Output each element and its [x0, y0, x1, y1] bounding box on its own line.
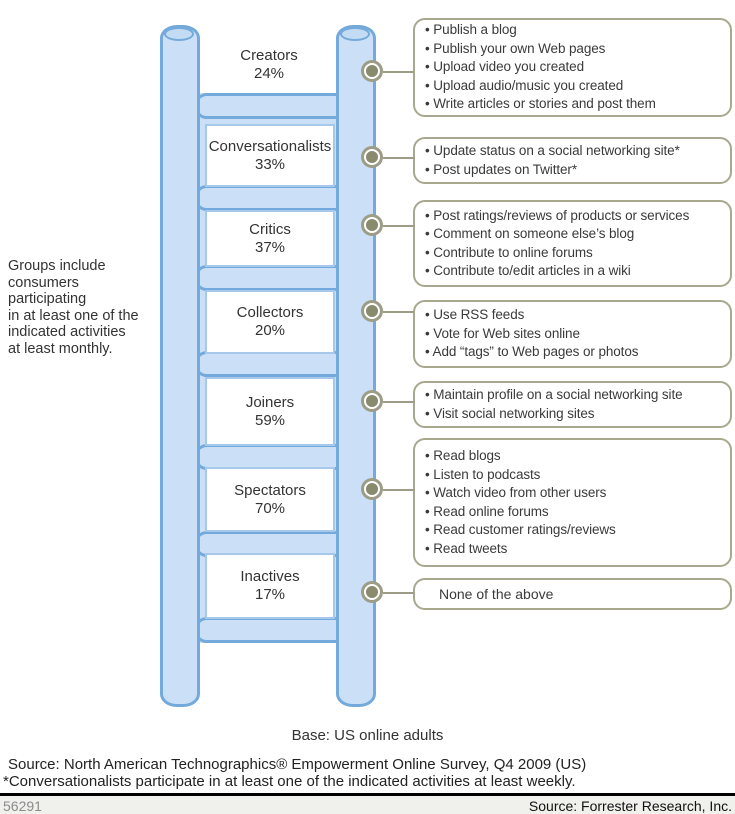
connector-line — [383, 71, 414, 73]
group-label-joiners: Joiners 59% — [205, 377, 335, 446]
ladder-rung — [194, 617, 348, 643]
group-name: Spectators — [234, 481, 306, 499]
connector-dot-icon — [364, 481, 380, 497]
group-percent: 59% — [254, 411, 286, 429]
activity-item: Listen to podcasts — [425, 466, 724, 485]
activity-item: Write articles or stories and post them — [425, 95, 724, 114]
group-name: Conversationalists — [208, 137, 332, 155]
group-percent: 17% — [254, 586, 286, 603]
activity-item: Comment on someone else’s blog — [425, 225, 724, 244]
group-percent: 20% — [254, 322, 286, 339]
activity-item: Publish your own Web pages — [425, 40, 724, 59]
activity-item: Read online forums — [425, 503, 724, 522]
activity-item: Publish a blog — [425, 21, 724, 40]
connector-dot-icon — [364, 217, 380, 233]
connector-line — [383, 225, 414, 227]
activity-item: Upload audio/music you created — [425, 77, 724, 96]
connector-line — [383, 157, 414, 159]
activity-item: Contribute to/edit articles in a wiki — [425, 262, 724, 281]
group-name: Critics — [249, 220, 291, 238]
ladder-rung — [194, 185, 348, 211]
callout-joiners: Maintain profile on a social networking … — [413, 381, 732, 428]
activity-item: Use RSS feeds — [425, 306, 724, 325]
activity-item: Read customer ratings/reviews — [425, 521, 724, 540]
connector-line — [383, 592, 414, 594]
footer-divider — [0, 793, 735, 796]
activity-item: Maintain profile on a social networking … — [425, 386, 724, 405]
activity-item: Update status on a social networking sit… — [425, 142, 724, 161]
activity-item: Read tweets — [425, 540, 724, 559]
activity-item: Post updates on Twitter* — [425, 161, 724, 180]
group-label-conversationalists: Conversationalists 33% — [205, 124, 335, 187]
group-name: Joiners — [245, 393, 295, 411]
group-percent: 24% — [253, 65, 285, 82]
activity-item: Watch video from other users — [425, 484, 724, 503]
group-percent: 33% — [254, 155, 286, 173]
group-percent: 37% — [254, 238, 286, 256]
activity-item: Post ratings/reviews of products or serv… — [425, 207, 724, 226]
source-line: Source: North American Technographics® E… — [8, 756, 587, 773]
callout-collectors: Use RSS feeds Vote for Web sites online … — [413, 300, 732, 368]
ladder-rung — [194, 93, 348, 119]
callout-critics: Post ratings/reviews of products or serv… — [413, 200, 732, 287]
callout-spectators: Read blogs Listen to podcasts Watch vide… — [413, 438, 732, 567]
activity-item: Upload video you created — [425, 58, 724, 77]
group-label-collectors: Collectors 20% — [205, 290, 335, 354]
activity-item: Contribute to online forums — [425, 244, 724, 263]
group-name: Creators — [240, 47, 298, 64]
activity-item: Read blogs — [425, 447, 724, 466]
group-percent: 70% — [254, 499, 286, 517]
group-label-critics: Critics 37% — [205, 210, 335, 267]
connector-dot-icon — [364, 63, 380, 79]
ladder-rung — [194, 265, 348, 291]
connector-dot-icon — [364, 393, 380, 409]
monthly-participation-note: Groups include consumers participating i… — [8, 258, 139, 357]
ladder-rail-left — [160, 25, 200, 707]
ladder-rail-right — [336, 25, 376, 707]
connector-line — [383, 401, 414, 403]
footer-bar — [0, 796, 735, 814]
connector-dot-icon — [364, 584, 380, 600]
base-note: Base: US online adults — [291, 727, 444, 744]
footnote: *Conversationalists participate in at le… — [3, 773, 576, 790]
group-label-spectators: Spectators 70% — [205, 467, 335, 532]
callout-creators: Publish a blog Publish your own Web page… — [413, 18, 732, 117]
activity-item: Visit social networking sites — [425, 405, 724, 424]
group-label-inactives: Inactives 17% — [205, 553, 335, 619]
connector-line — [383, 489, 414, 491]
document-number: 56291 — [3, 798, 42, 814]
group-label-creators: Creators 24% — [200, 47, 338, 83]
connector-dot-icon — [364, 303, 380, 319]
activity-item: Vote for Web sites online — [425, 325, 724, 344]
activity-item: Add “tags” to Web pages or photos — [425, 343, 724, 362]
group-name: Inactives — [240, 568, 300, 585]
ladder-rung — [194, 351, 348, 377]
footer-source: Source: Forrester Research, Inc. — [528, 798, 732, 814]
callout-inactives: None of the above — [413, 578, 732, 610]
group-name: Collectors — [236, 304, 304, 321]
connector-line — [383, 311, 414, 313]
activity-item: None of the above — [439, 586, 554, 602]
connector-dot-icon — [364, 149, 380, 165]
callout-conversationalists: Update status on a social networking sit… — [413, 137, 732, 184]
